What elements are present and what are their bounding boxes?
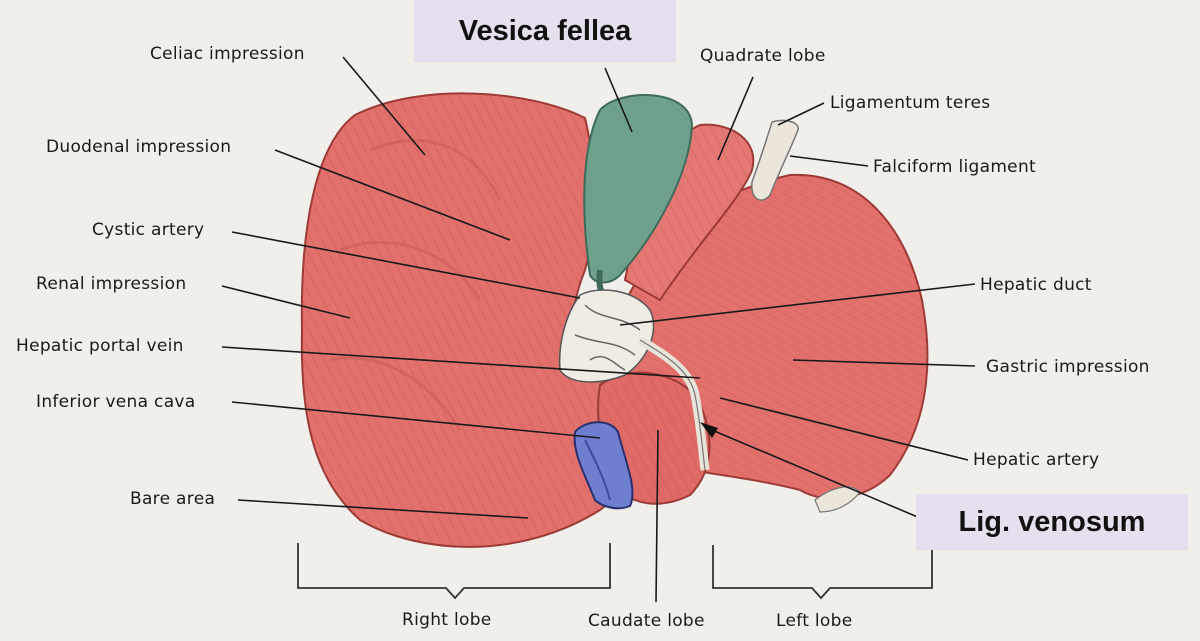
celiac-impression-label: Celiac impression bbox=[150, 44, 305, 64]
lig-venosum-label: Lig. venosum bbox=[916, 494, 1188, 550]
renal-impression-label: Renal impression bbox=[36, 274, 186, 294]
vesica-fellea-label: Vesica fellea bbox=[414, 0, 676, 62]
duodenal-impression-label: Duodenal impression bbox=[46, 137, 231, 157]
quadrate-lobe-label: Quadrate lobe bbox=[700, 46, 826, 66]
hepatic-duct-label: Hepatic duct bbox=[980, 275, 1092, 295]
ligamentum-teres-label: Ligamentum teres bbox=[830, 93, 990, 113]
gastric-impression-label: Gastric impression bbox=[986, 357, 1150, 377]
cystic-artery-label: Cystic artery bbox=[92, 220, 204, 240]
right-lobe-label: Right lobe bbox=[402, 610, 492, 630]
lobe-brackets bbox=[298, 543, 932, 598]
left-lobe-label: Left lobe bbox=[776, 611, 852, 631]
falciform-ligament-label: Falciform ligament bbox=[873, 157, 1036, 177]
bare-area-label: Bare area bbox=[130, 489, 215, 509]
hepatic-portal-vein-label: Hepatic portal vein bbox=[16, 336, 184, 356]
caudate-lobe-label: Caudate lobe bbox=[588, 611, 705, 631]
inferior-vena-cava-label: Inferior vena cava bbox=[36, 392, 196, 412]
hepatic-artery-label: Hepatic artery bbox=[973, 450, 1099, 470]
